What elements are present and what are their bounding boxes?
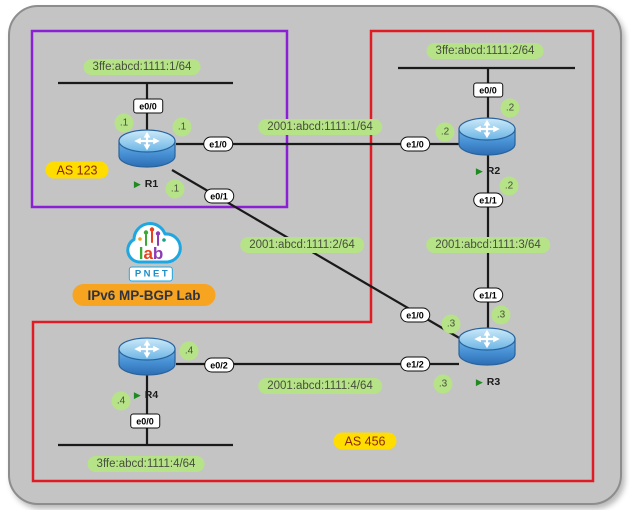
circuit-dots [138,227,166,242]
node-name: R1 [144,178,159,190]
network-label-lan-r4: 3ffe:abcd:1111:4/64 [87,456,205,472]
node-label-r3: ▶ R3 [476,376,500,388]
addr-label-r1-e0-1: .1 [165,179,185,199]
network-label-lan-r2: 3ffe:abcd:1111:2/64 [426,43,544,59]
addr-label-r3-e1-2: .3 [433,374,453,394]
as456-label: AS 456 [333,432,397,450]
circuit-lines [145,231,159,246]
network-label-r1-r3: 2001:abcd:1111:2/64 [240,237,364,253]
network-label-r1-r2: 2001:abcd:1111:1/64 [258,119,382,135]
router-icon-r2[interactable] [457,116,517,157]
as456-boundary [31,29,595,483]
addr-label-r2-e1-1: .2 [499,176,519,196]
logo-word-lab: lab [139,244,164,263]
node-label-r4: ▶ R4 [134,389,158,401]
node-status-icon: ▶ [133,389,141,400]
cloud-icon [126,222,182,264]
iface-label-r3-e1-1: e1/1 [473,287,503,303]
iface-label-r2-e1-0: e1/0 [400,136,430,152]
addr-label-r3-e1-0: .3 [441,314,461,334]
topology-canvas [8,5,622,505]
addr-label-r4-e0-2: .4 [179,341,199,361]
addr-label-r2-lan: .2 [500,98,520,118]
node-status-icon: ▶ [475,376,483,387]
router-icon-r4[interactable] [117,336,177,377]
node-name: R3 [486,376,501,388]
addr-label-r4-lan: .4 [111,391,131,411]
pnet-logo: lab [126,222,182,264]
iface-label-r1-e1-0: e1/0 [203,136,233,152]
iface-label-r3-e1-2: e1/2 [400,356,430,372]
iface-label-r4-e0-0: e0/0 [130,413,160,429]
network-label-r2-r3: 2001:abcd:1111:3/64 [426,237,550,253]
node-label-r1: ▶ R1 [134,178,158,190]
node-label-r2: ▶ R2 [476,165,500,177]
iface-label-r2-e0-0: e0/0 [473,82,503,98]
iface-label-r1-e0-0: e0/0 [133,98,163,114]
iface-label-r4-e0-2: e0/2 [204,357,234,373]
network-label-lan-r1: 3ffe:abcd:1111:1/64 [83,59,201,75]
node-name: R4 [144,389,159,401]
addr-label-r1-e1-0: .1 [172,117,192,137]
addr-label-r1-lan: .1 [114,113,134,133]
router-icon-r1[interactable] [117,128,177,169]
node-status-icon: ▶ [475,165,483,176]
addr-label-r2-e1-0: .2 [435,122,455,142]
node-status-icon: ▶ [133,178,141,189]
router-icon-r3[interactable] [457,326,517,367]
lab-title-badge: IPv6 MP-BGP Lab [72,284,216,306]
node-name: R2 [486,165,501,177]
iface-label-r3-e1-0: e1/0 [400,307,430,323]
iface-label-r2-e1-1: e1/1 [473,192,503,208]
addr-label-r3-e1-1: .3 [491,305,511,325]
as123-boundary [30,29,289,209]
pnet-brand-label: PNET [128,266,174,282]
as123-label: AS 123 [45,161,109,179]
network-label-r4-r3: 2001:abcd:1111:4/64 [258,378,382,394]
iface-label-r1-e0-1: e0/1 [204,188,234,204]
